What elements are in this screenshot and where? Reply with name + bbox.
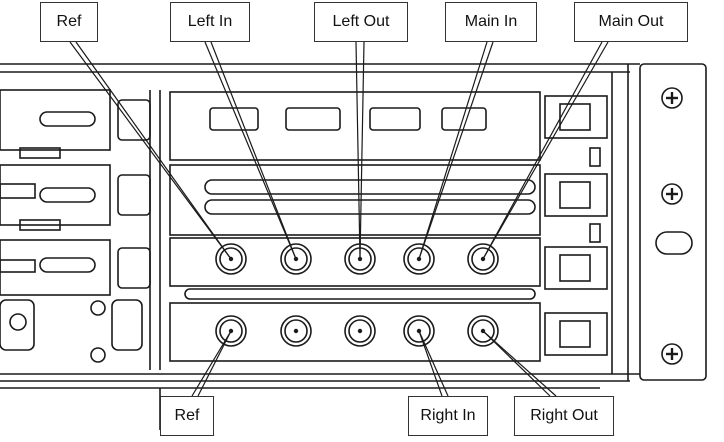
rack-ear <box>639 63 707 381</box>
bnc-right-out <box>467 315 499 347</box>
label-ref-bottom: Ref <box>160 396 214 436</box>
left-latches <box>117 90 161 370</box>
bnc-unused-1 <box>280 315 312 347</box>
rack-screws <box>666 92 678 360</box>
lower-left-hardware <box>0 299 143 363</box>
card-slots <box>169 91 541 362</box>
bnc-left-in <box>280 243 312 275</box>
label-left-in: Left In <box>170 2 250 42</box>
label-left-out: Left Out <box>314 2 408 42</box>
leader-left-in <box>204 41 297 260</box>
leader-main-in <box>418 41 488 260</box>
leader-left-out <box>355 41 361 260</box>
label-main-in: Main In <box>445 2 537 42</box>
bnc-ref-bottom <box>215 315 247 347</box>
bnc-main-out <box>467 243 499 275</box>
leader-right-in <box>418 330 443 397</box>
bnc-main-in <box>403 243 435 275</box>
bnc-unused-2 <box>344 315 376 347</box>
label-right-out: Right Out <box>514 396 614 436</box>
label-ref-top: Ref <box>40 2 98 42</box>
leader-ref-bottom <box>191 330 232 397</box>
chassis-frame <box>0 63 640 430</box>
label-right-in: Right In <box>408 396 488 436</box>
leader-right-out <box>482 330 551 397</box>
bnc-ref-top <box>215 243 247 275</box>
leader-main-out <box>482 41 603 260</box>
bnc-right-in <box>403 315 435 347</box>
label-main-out: Main Out <box>574 2 688 42</box>
left-drive-bays <box>0 89 111 296</box>
connector-row-top <box>215 243 499 275</box>
leader-ref-top <box>69 41 232 260</box>
leader-lines <box>69 41 609 397</box>
connector-row-bottom <box>215 315 499 347</box>
right-latches <box>544 64 629 381</box>
